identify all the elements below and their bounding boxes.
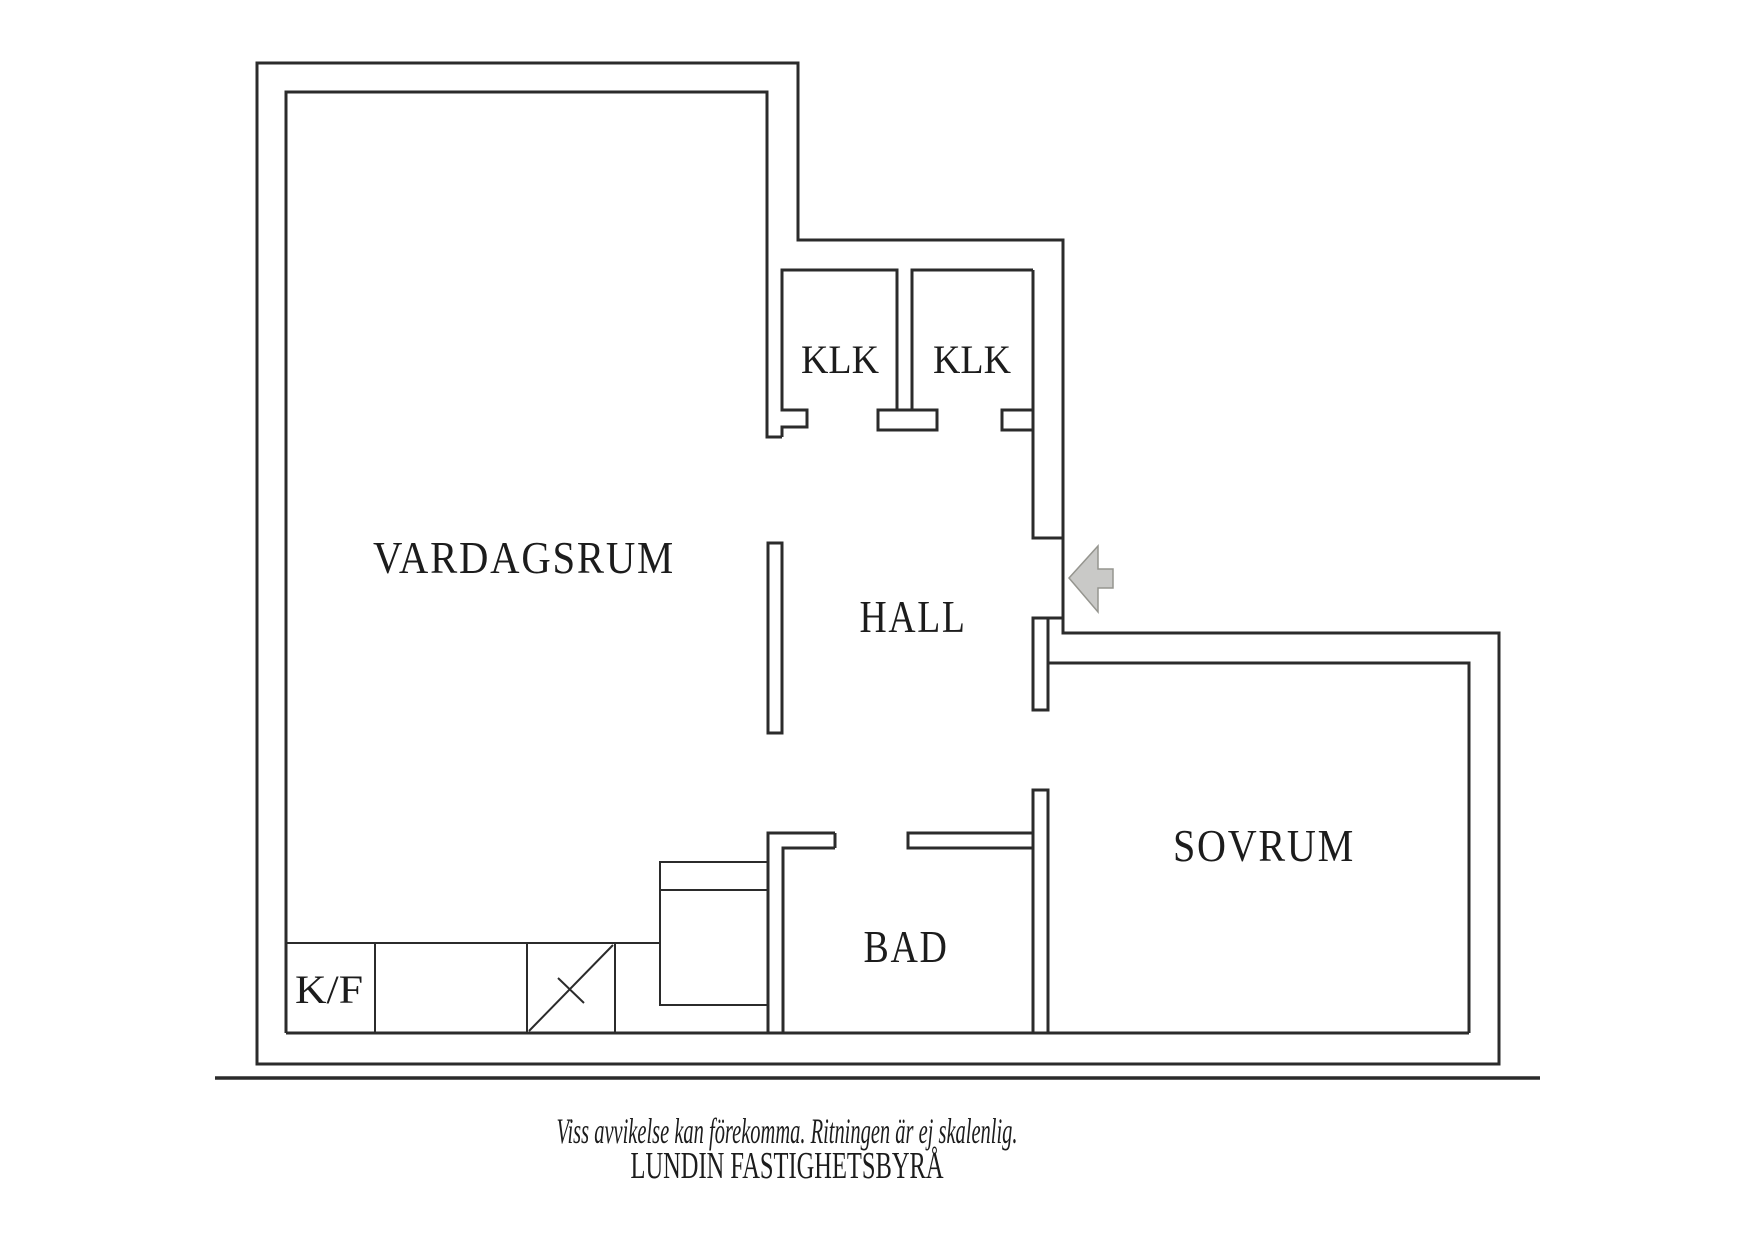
room-label-bad: BAD [864,921,949,972]
wall-klk2 [910,268,1033,410]
inner-wall-left-top [284,90,782,1033]
room-label-hall: HALL [860,591,967,642]
room-label-klk-2: KLK [933,337,1011,382]
room-label-vardagsrum: VARDAGSRUM [373,532,675,583]
wall-hall-sovrum-lower [1031,788,1050,1033]
door-jamb-klk-middle [876,408,939,432]
dishwasher-symbol [528,944,614,1032]
kitchen-unit [659,861,769,1006]
footer-disclaimer: Viss avvikelse kan förekomma. Ritningen … [557,1111,1018,1151]
wall-bad-top-right [906,831,1033,850]
room-label-kf: K/F [295,967,363,1012]
wall-sovrum-inner [1048,661,1471,1033]
wall-vardagsrum-klk1 [780,268,899,437]
entrance-arrow-icon [1068,544,1114,615]
room-label-sovrum: SOVRUM [1173,820,1355,871]
wall-entrance-upper [1031,270,1063,540]
wall-hall-sovrum-upper [1031,616,1063,712]
outer-wall [255,61,1501,1066]
footer-brand: LUNDIN FASTIGHETSBYRÅ [631,1145,944,1187]
wall-segment-vardagsrum-hall [766,541,784,735]
wall-bad-left [766,831,837,1033]
door-jamb-klk2-right [1000,408,1035,432]
room-label-klk-1: KLK [801,337,879,382]
